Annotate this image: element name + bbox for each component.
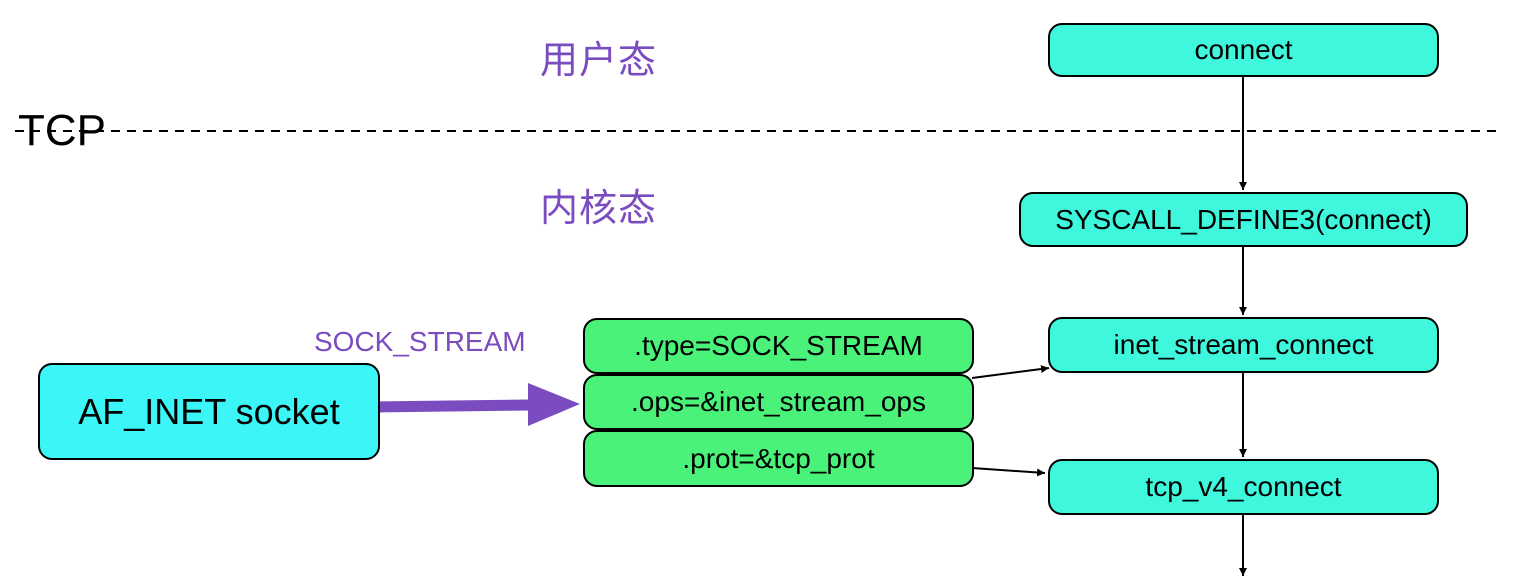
- sock-stream-edge-label: SOCK_STREAM: [314, 326, 526, 357]
- user-space-label: 用户态: [540, 38, 658, 82]
- protocol-label: TCP: [18, 106, 106, 155]
- arrow-ops-to-inet-stream-connect: [971, 365, 1050, 379]
- arrow-socket-to-struct: [370, 399, 536, 413]
- af-inet-socket-box: AF_INET socket: [38, 363, 380, 460]
- kernel-space-label: 内核态: [540, 186, 658, 230]
- call-tcp-v4-connect-box: tcp_v4_connect: [1048, 459, 1439, 515]
- call-connect-box: connect: [1048, 23, 1439, 77]
- arrow-socket-to-struct-head: [528, 383, 580, 426]
- arrow-prot-to-tcp-v4-connect: [971, 467, 1046, 477]
- call-inet-stream-connect-box: inet_stream_connect: [1048, 317, 1439, 373]
- struct-field-type: .type=SOCK_STREAM: [583, 318, 974, 374]
- call-syscall-define3-box: SYSCALL_DEFINE3(connect): [1019, 192, 1468, 247]
- struct-field-prot: .prot=&tcp_prot: [583, 430, 974, 487]
- struct-field-ops: .ops=&inet_stream_ops: [583, 374, 974, 430]
